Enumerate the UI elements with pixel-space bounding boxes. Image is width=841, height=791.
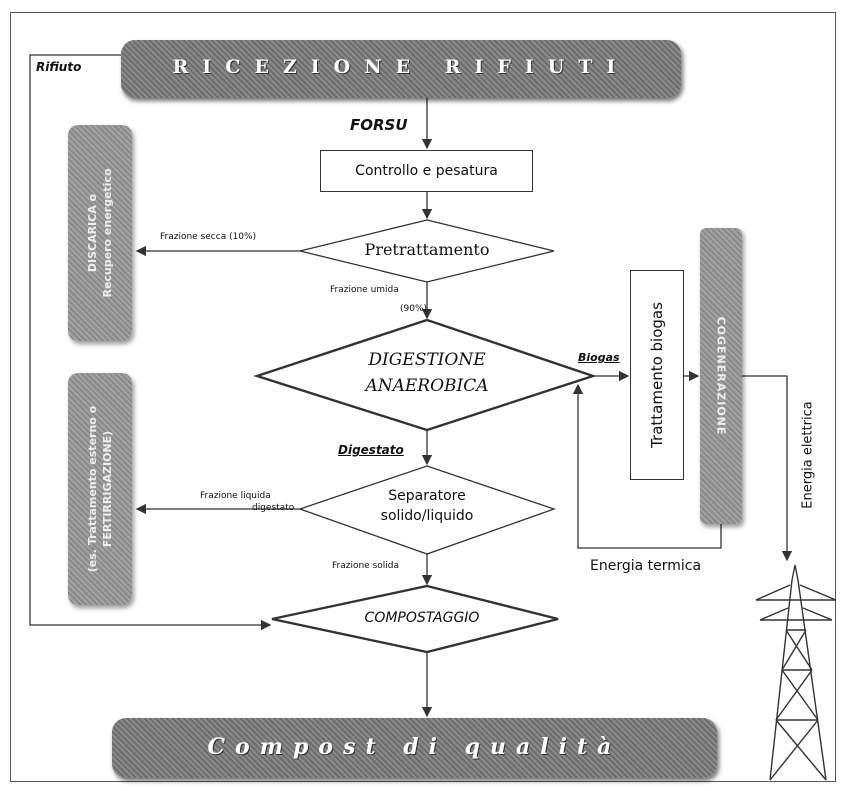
digestate-label: Digestato [338,443,404,457]
quality-compost-banner: Compost di qualità [112,718,717,778]
composting-label: COMPOSTAGGIO [364,610,480,626]
dry-fraction-label: Frazione secca (10%) [160,232,257,242]
power-pylon-icon [755,564,837,781]
landfill-label-1: DISCARICA o [86,193,99,273]
pretreatment-diamond [299,219,555,283]
solid-fraction-label: Frazione solida [332,561,399,571]
separator-label-1: Separatore [388,488,466,504]
biogas-treatment-label: Trattamento biogas [648,302,666,448]
thermal-line [572,383,722,549]
digestion-label-2: ANAEROBICA [365,376,489,396]
wet-fraction-label-2: (90%) [400,304,428,314]
electric-energy-label: Energia elettrica [800,401,816,509]
separator-label-2: solido/liquido [380,508,474,524]
control-weighing-label: Controllo e pesatura [355,163,498,179]
thermal-energy-label: Energia termica [590,558,702,574]
digestion-diamond [253,318,597,432]
liquid-fraction-label-2: digestato [252,503,295,513]
composting-diamond [271,584,559,654]
digestion-label-1: DIGESTIONE [368,350,486,370]
fertirrigation-panel: (es. Trattamento esterno o FERTIRRIGAZIO… [68,373,132,605]
liquid-fraction-label-1: Frazione liquida [200,491,271,501]
cogeneration-panel: COGENERAZIONE [700,228,742,524]
landfill-label-2: Recupero energetico [101,168,114,298]
fertirrigation-label-1: (es. Trattamento esterno o [86,405,99,573]
cogeneration-label: COGENERAZIONE [714,316,728,436]
separator-diamond [298,465,556,555]
biogas-treatment-box: Trattamento biogas [630,270,684,480]
waste-reception-banner: RICEZIONE RIFIUTI [121,40,681,98]
landfill-panel: DISCARICA o Recupero energetico [68,125,132,341]
rifiuto-line [29,54,272,631]
biogas-label: Biogas [578,351,620,364]
control-weighing-box: Controllo e pesatura [320,150,533,192]
electric-line [742,375,793,562]
forsu-label: FORSU [350,116,408,134]
rifiuto-label: Rifiuto [36,60,82,74]
fertirrigation-label-2: FERTIRRIGAZIONE) [101,430,114,548]
pretreatment-label: Pretrattamento [364,240,490,259]
wet-fraction-label-1: Frazione umida [330,285,399,295]
